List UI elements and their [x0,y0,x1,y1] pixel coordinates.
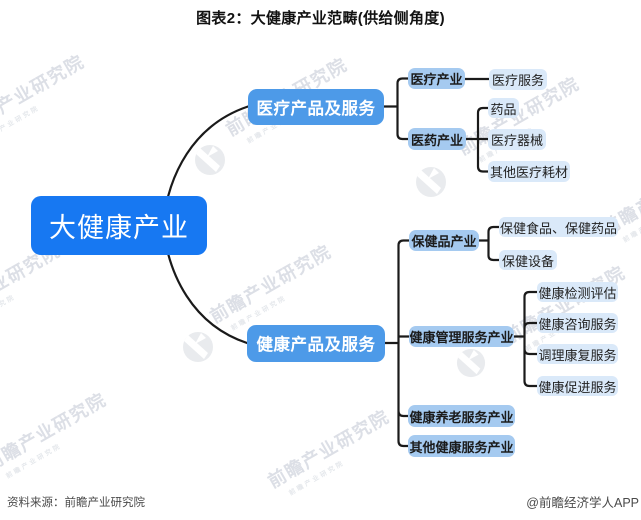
node-health-testing-evaluation: 健康检测评估 [537,282,618,302]
source-note: 资料来源：前瞻产业研究院 [7,497,145,509]
node-recuperation-rehab: 调理康复服务 [537,344,618,364]
node-health-food-drugs: 保健食品、保健药品 [499,217,618,237]
node-elderly-care-industry: 健康养老服务产业 [408,405,515,427]
node-medical-industry: 医疗产业 [408,68,465,89]
qianzhan-logo-icon [195,145,225,175]
credit-note: @前瞻经济学人APP [526,496,639,510]
node-health-management-industry: 健康管理服务产业 [409,326,514,347]
chart-title: 图表2：大健康产业范畴(供给侧角度) [196,10,445,27]
node-other-health-services-industry: 其他健康服务产业 [408,435,515,457]
node-health-equipment: 保健设备 [499,250,557,270]
node-drugs: 药品 [488,98,519,118]
qianzhan-logo-icon [456,348,486,378]
node-medical-devices: 医疗器械 [488,129,546,150]
node-branch-medical-products: 医疗产品及服务 [248,88,384,125]
qianzhan-logo-icon [183,332,213,362]
node-medical-services: 医疗服务 [489,68,547,90]
node-health-consulting: 健康咨询服务 [537,313,618,333]
node-root: 大健康产业 [31,196,207,255]
node-other-medical-consumables: 其他医疗耗材 [488,161,570,182]
node-healthcare-products-industry: 保健品产业 [409,230,479,251]
qianzhan-logo-icon [416,167,446,197]
node-pharma-industry: 医药产业 [408,128,466,150]
node-health-promotion: 健康促进服务 [537,376,618,396]
node-branch-health-products: 健康产品及服务 [247,324,385,362]
